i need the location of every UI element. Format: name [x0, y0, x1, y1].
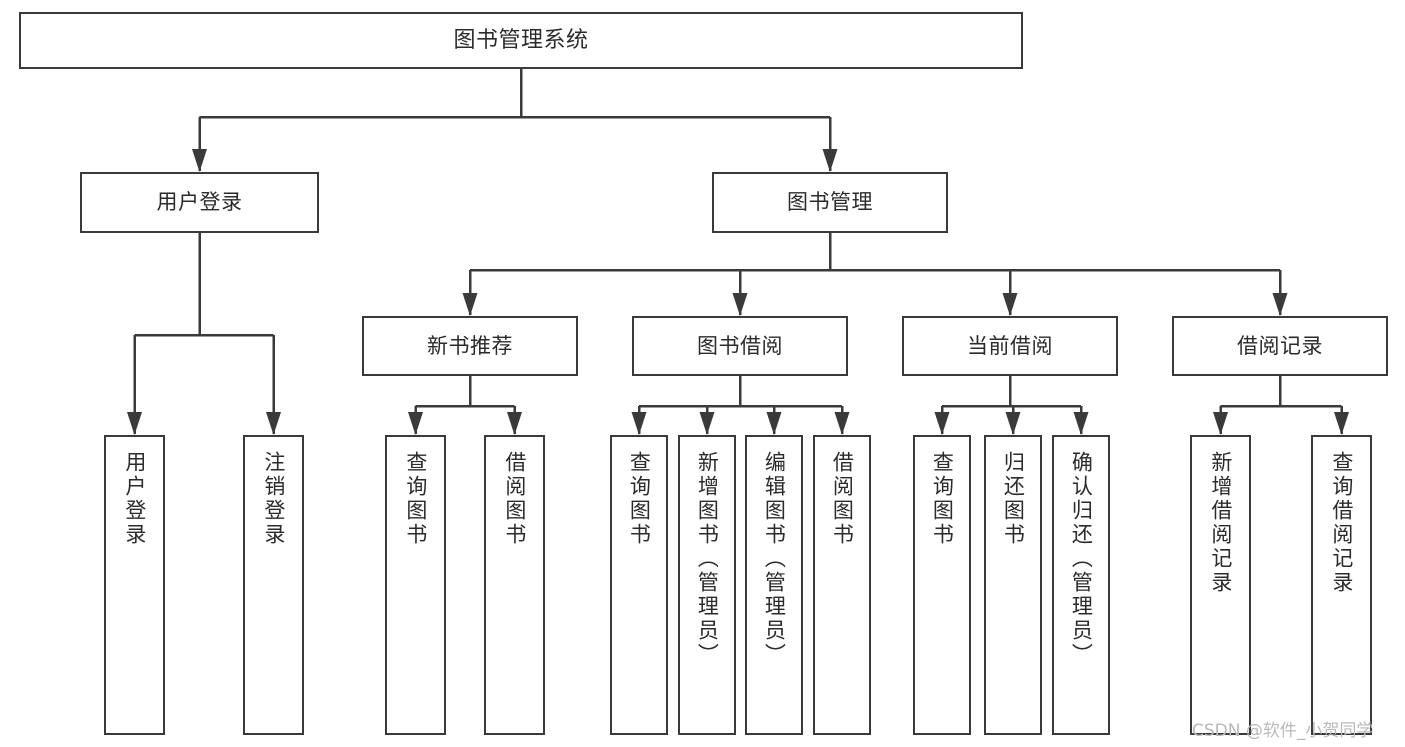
node-label: 图书管理	[787, 190, 873, 215]
node-label: 图书管理系统	[453, 27, 589, 53]
node-label: 查询图书	[930, 451, 955, 547]
node-leaf-logout[interactable]: 注销登录	[243, 435, 304, 735]
node-leaf-edit-book-admin[interactable]: 编辑图书（管理员）	[745, 435, 803, 735]
node-leaf-user-login[interactable]: 用户登录	[104, 435, 165, 735]
node-label: 归还图书	[1001, 451, 1026, 547]
node-leaf-confirm-return-admin[interactable]: 确认归还（管理员）	[1052, 435, 1110, 735]
node-borrowing-records[interactable]: 借阅记录	[1172, 316, 1388, 376]
csdn-watermark: CSDN @软件_小贺同学	[1192, 721, 1374, 741]
node-label: 查询图书	[627, 451, 652, 547]
node-label: 编辑图书（管理员）	[762, 451, 787, 667]
node-leaf-query-book-current[interactable]: 查询图书	[913, 435, 971, 735]
node-user-login[interactable]: 用户登录	[80, 172, 319, 233]
node-label: 借阅图书	[830, 451, 855, 547]
node-label: 查询借阅记录	[1329, 451, 1354, 595]
node-book-borrowing[interactable]: 图书借阅	[632, 316, 848, 376]
node-leaf-add-book-admin[interactable]: 新增图书（管理员）	[678, 435, 736, 735]
node-leaf-borrow-book[interactable]: 借阅图书	[813, 435, 871, 735]
node-leaf-add-borrow-record[interactable]: 新增借阅记录	[1190, 435, 1251, 735]
node-root-book-management-system[interactable]: 图书管理系统	[19, 12, 1023, 69]
node-label: 用户登录	[156, 190, 243, 215]
node-book-management[interactable]: 图书管理	[712, 172, 948, 233]
node-label: 借阅图书	[502, 451, 527, 547]
node-label: 新书推荐	[427, 333, 513, 358]
node-label: 用户登录	[122, 451, 147, 547]
node-label: 当前借阅	[967, 333, 1053, 358]
node-leaf-borrow-book-recommendation[interactable]: 借阅图书	[484, 435, 545, 735]
node-label: 注销登录	[261, 451, 286, 547]
node-leaf-return-book[interactable]: 归还图书	[984, 435, 1042, 735]
node-leaf-query-borrow-record[interactable]: 查询借阅记录	[1311, 435, 1372, 735]
node-label: 图书借阅	[697, 333, 783, 358]
node-current-borrowing[interactable]: 当前借阅	[902, 316, 1118, 376]
node-new-book-recommendation[interactable]: 新书推荐	[362, 316, 578, 376]
node-leaf-query-book-recommendation[interactable]: 查询图书	[385, 435, 446, 735]
node-leaf-query-book-borrowing[interactable]: 查询图书	[610, 435, 668, 735]
node-label: 新增图书（管理员）	[695, 451, 720, 667]
node-label: 新增借阅记录	[1208, 451, 1233, 595]
node-label: 确认归还（管理员）	[1069, 451, 1094, 667]
node-label: 查询图书	[403, 451, 428, 547]
node-label: 借阅记录	[1237, 333, 1323, 358]
